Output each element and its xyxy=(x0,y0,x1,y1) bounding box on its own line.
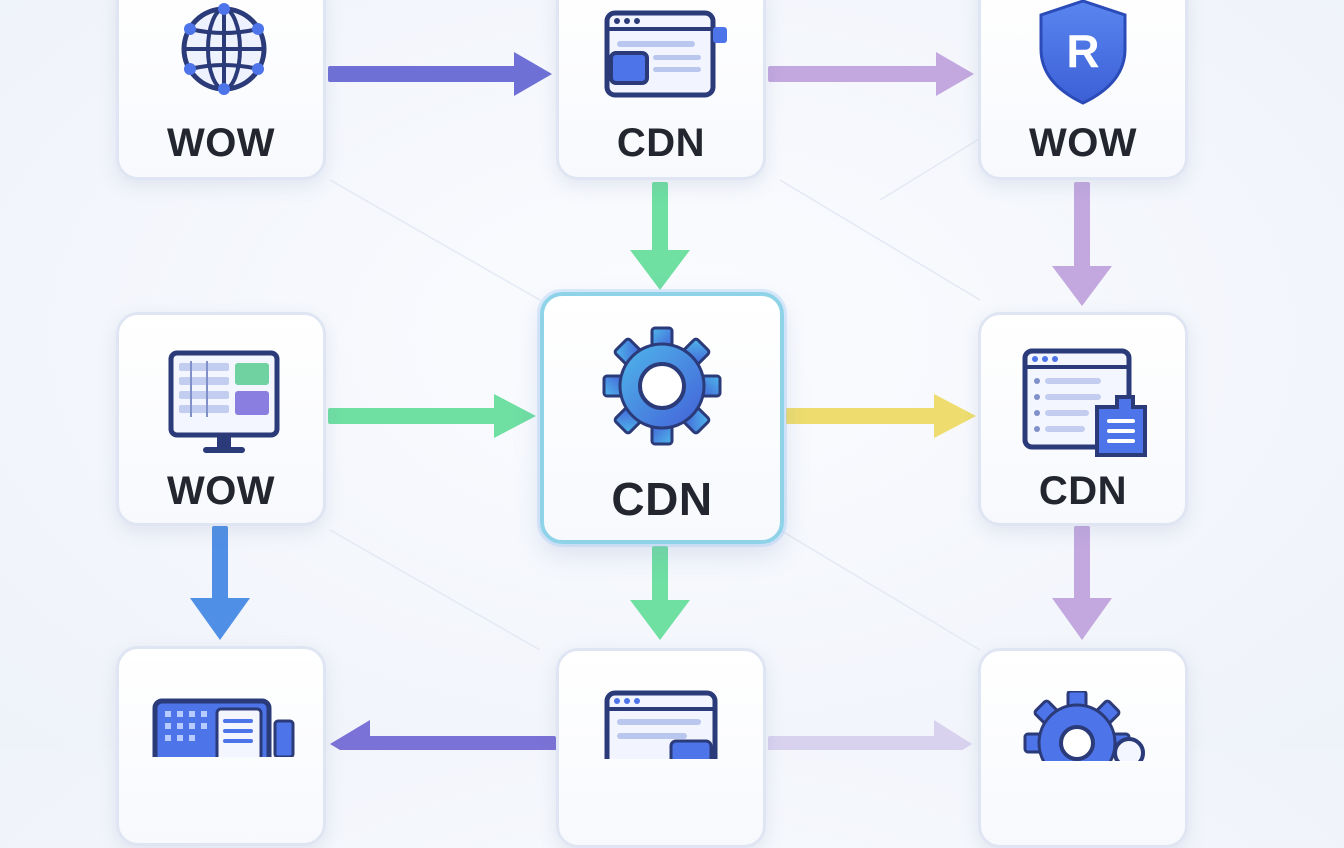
node-label: WOW xyxy=(1028,121,1138,165)
browser-window-icon xyxy=(604,690,718,759)
arrow-n00-to-n01 xyxy=(328,52,552,96)
shield-letter: R xyxy=(1066,25,1099,77)
tablet-keypad-icon xyxy=(152,698,295,757)
globe-icon xyxy=(181,3,267,95)
node-n11[interactable]: CDN xyxy=(540,292,784,544)
gear-icon xyxy=(602,326,722,446)
arrow-n12-to-n22 xyxy=(1052,526,1112,640)
node-label: CDN xyxy=(1038,469,1128,513)
node-n02[interactable]: R WOW xyxy=(978,0,1188,180)
arrow-n21-to-n20 xyxy=(330,720,556,750)
shield-icon: R xyxy=(1039,0,1127,105)
arrow-n10-to-n20 xyxy=(190,526,250,640)
arrow-n11-to-n12 xyxy=(786,394,976,438)
monitor-dashboard-icon xyxy=(168,350,280,453)
document-window-icon xyxy=(1022,348,1147,457)
arrow-n11-to-n21 xyxy=(630,546,690,640)
arrow-n01-to-n02 xyxy=(768,52,974,96)
background-guide-lines xyxy=(329,119,1011,651)
gear-key-icon xyxy=(1023,691,1145,761)
node-n20[interactable] xyxy=(116,646,326,846)
node-n12[interactable]: CDN xyxy=(978,312,1188,526)
node-n10[interactable]: WOW xyxy=(116,312,326,526)
node-n22[interactable] xyxy=(978,648,1188,848)
node-label: WOW xyxy=(166,121,276,165)
node-n21[interactable] xyxy=(556,648,766,848)
node-label: CDN xyxy=(611,473,713,525)
arrow-n10-to-n11 xyxy=(328,394,536,438)
arrow-n21-to-n22 xyxy=(768,720,972,750)
connector-layer xyxy=(190,52,1112,750)
browser-window-icon xyxy=(604,10,727,98)
node-n00[interactable]: WOW xyxy=(116,0,326,180)
node-label: CDN xyxy=(616,121,706,165)
flow-diagram: WOW CDN R WOW xyxy=(116,0,1188,848)
arrow-n01-to-n11 xyxy=(630,182,690,290)
arrow-n02-to-n12 xyxy=(1052,182,1112,306)
node-label: WOW xyxy=(166,469,276,513)
node-n01[interactable]: CDN xyxy=(556,0,766,180)
